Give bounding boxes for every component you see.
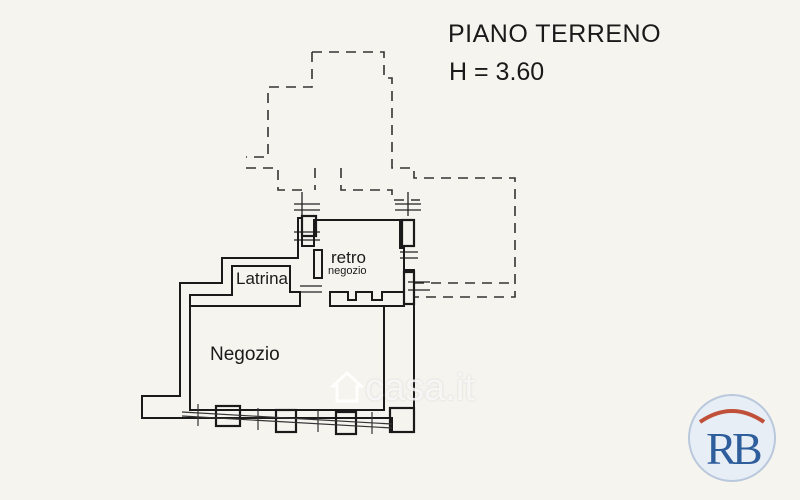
- house-icon: [330, 370, 364, 403]
- svg-text:B: B: [732, 423, 763, 474]
- rb-logo: R B: [688, 394, 776, 482]
- room-label-latrina: Latrina: [236, 269, 288, 288]
- plan-title: PIANO TERRENO: [448, 20, 662, 48]
- room-label-retro: retro: [331, 248, 366, 267]
- dashed-outline-upper: [246, 51, 516, 298]
- shop-windows: [181, 404, 393, 434]
- ceiling-height-label: H = 3.60: [449, 58, 545, 86]
- svg-text:R: R: [706, 423, 737, 474]
- watermark-text: casa.it: [365, 367, 475, 409]
- room-label-negozio-sub: negozio: [328, 265, 367, 277]
- wall-ticks: [294, 192, 430, 293]
- room-label-negozio: Negozio: [210, 344, 280, 365]
